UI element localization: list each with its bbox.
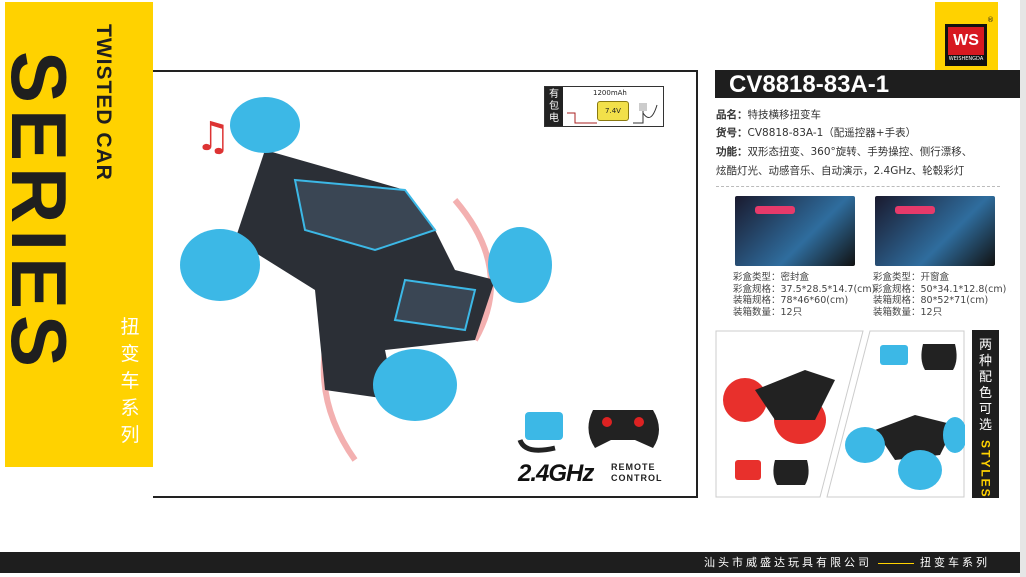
battery-info: 有包电 1200mAh 7.4V xyxy=(544,86,664,127)
series-title: SERIES xyxy=(0,50,83,374)
box-type: 彩盒类型：开窗盒 xyxy=(873,272,950,283)
product-functions: 功能：双形态扭变、360°旋转、手势操控、侧行漂移、 xyxy=(716,144,972,159)
sealed-box-image xyxy=(735,196,855,266)
twisted-car-subtitle: TWISTED CAR xyxy=(92,24,115,181)
remote-control-label: REMOTE CONTROL xyxy=(611,462,663,484)
remote-and-watch-image xyxy=(517,410,659,453)
value: CV8818-83A-1（配遥控器+手表） xyxy=(747,127,917,139)
svg-text:♫: ♫ xyxy=(195,114,231,160)
divider xyxy=(878,562,914,564)
scrollbar-edge xyxy=(1020,0,1026,577)
frequency-label: 2.4GHz xyxy=(518,460,594,487)
twisted-car-image: ♫ xyxy=(180,97,552,462)
label: 品名： xyxy=(716,109,748,121)
series-banner: SERIES TWISTED CAR 扭变车系列 xyxy=(0,2,153,467)
carton-size: 装箱规格：78*46*60(cm) xyxy=(733,295,849,306)
control-label: CONTROL xyxy=(611,473,663,483)
carton-qty: 装箱数量：12只 xyxy=(873,306,943,318)
styles-cn: 两种配色可选 xyxy=(978,338,992,433)
product-functions-cont: 炫酷灯光、动感音乐、自动演示，2.4GHz、轮毂彩灯 xyxy=(716,165,965,177)
label: 货号： xyxy=(716,127,748,139)
footer-bar: 汕头市威盛达玩具有限公司 扭变车系列 xyxy=(0,552,1020,573)
logo-mark: WS xyxy=(948,27,984,55)
package-spec-sealed: 彩盒类型：密封盒 彩盒规格：37.5*28.5*14.7(cm) 装箱规格：78… xyxy=(733,272,875,318)
box-size: 彩盒规格：50*34.1*12.8(cm) xyxy=(873,283,1007,295)
model-number-header: CV8818-83A-1 xyxy=(715,70,1020,98)
box-size: 彩盒规格：37.5*28.5*14.7(cm) xyxy=(733,283,876,295)
company-name: 汕头市威盛达玩具有限公司 xyxy=(704,556,872,569)
styles-label: 两种配色可选 STYLES xyxy=(972,330,999,499)
charger-cable-icon xyxy=(567,103,658,124)
footer-series: 扭变车系列 xyxy=(920,556,990,569)
package-spec-window: 彩盒类型：开窗盒 彩盒规格：50*34.1*12.8(cm) 装箱规格：80*5… xyxy=(873,272,1006,318)
battery-included-label: 有包电 xyxy=(545,87,563,126)
cn-series-title: 扭变车系列 xyxy=(120,316,140,446)
remote-label: REMOTE xyxy=(611,462,656,472)
value: 特技横移扭变车 xyxy=(747,109,822,121)
battery-icon: 7.4V xyxy=(597,101,629,121)
box-type: 彩盒类型：密封盒 xyxy=(733,272,810,283)
carton-size: 装箱规格：80*52*71(cm) xyxy=(873,295,989,306)
product-item-number: 货号：CV8818-83A-1（配遥控器+手表） xyxy=(716,125,916,140)
color-options xyxy=(715,330,967,498)
product-name: 品名：特技横移扭变车 xyxy=(716,107,821,122)
carton-qty: 装箱数量：12只 xyxy=(733,306,803,318)
registered-mark: ® xyxy=(987,16,994,24)
hero-panel xyxy=(153,70,698,498)
color-variants-image xyxy=(715,330,967,498)
label: 功能： xyxy=(716,146,748,158)
value: 双形态扭变、360°旋转、手势操控、侧行漂移、 xyxy=(747,146,973,158)
divider xyxy=(716,186,1000,187)
window-box-image xyxy=(875,196,995,266)
battery-capacity: 1200mAh xyxy=(593,89,627,97)
brand-logo: ® WS WEISHENGDA xyxy=(935,2,998,74)
styles-en: STYLES xyxy=(978,440,993,499)
logo-brand-name: WEISHENGDA xyxy=(948,56,984,62)
